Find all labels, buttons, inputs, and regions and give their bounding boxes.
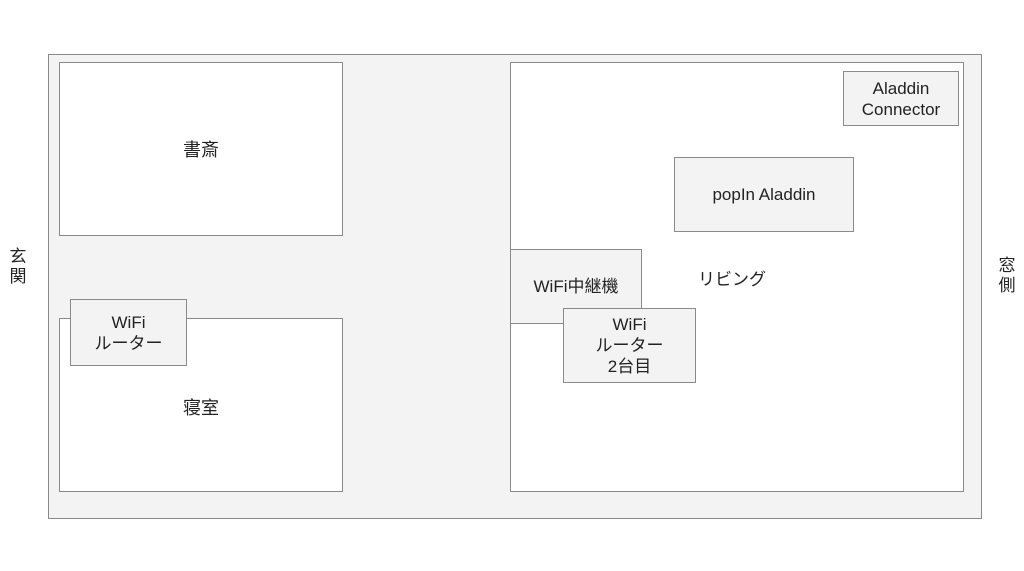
wifi-repeater-label: WiFi中継機 [533, 277, 619, 296]
aladdin-connector-box: Aladdin Connector [843, 71, 959, 126]
popin-aladdin-box: popIn Aladdin [674, 157, 854, 232]
wifi-router-2-box: WiFi ルーター 2台目 [563, 308, 696, 383]
window-side-label: 窓 側 [998, 256, 1016, 295]
room-living-label: リビング [698, 270, 766, 289]
room-study: 書斎 [59, 62, 343, 236]
entrance-side-label: 玄 関 [9, 247, 27, 286]
wifi-router-box: WiFi ルーター [70, 299, 187, 366]
wifi-router-2-label: WiFi ルーター 2台目 [595, 315, 664, 376]
room-study-label: 書斎 [183, 140, 219, 160]
aladdin-connector-label: Aladdin Connector [861, 78, 941, 119]
wifi-router-label: WiFi ルーター [94, 312, 163, 353]
room-bedroom-label: 寝室 [183, 398, 219, 418]
popin-aladdin-label: popIn Aladdin [712, 185, 816, 204]
